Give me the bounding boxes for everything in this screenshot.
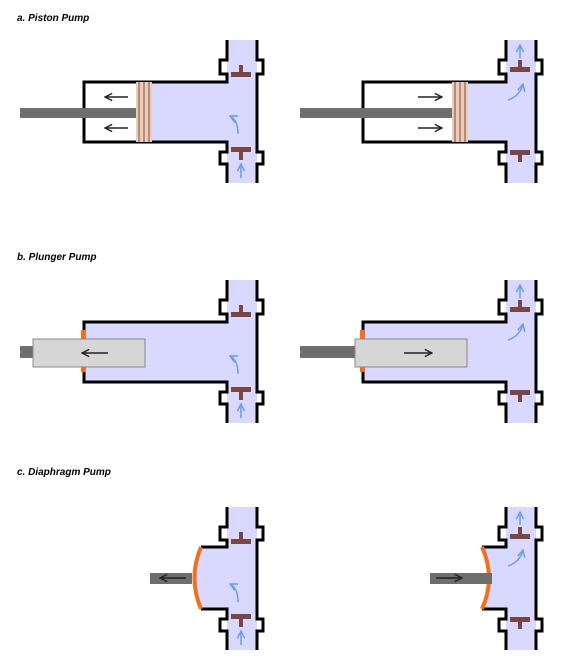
title-diaphragm-pump: c. Diaphragm Pump	[17, 467, 111, 478]
outlet-valve	[510, 307, 530, 312]
inlet-valve	[231, 614, 251, 619]
piston-pump-suction	[20, 40, 265, 183]
inlet-valve	[231, 387, 251, 392]
seal	[81, 330, 86, 340]
diaphragm-pump-suction	[150, 507, 265, 650]
inlet-valve	[510, 617, 530, 622]
diaphragm-pump-discharge	[430, 507, 544, 650]
seal	[360, 330, 365, 340]
piston-rod	[20, 108, 138, 118]
title-piston-pump: a. Piston Pump	[17, 13, 90, 24]
cylinder-wall	[82, 280, 229, 330]
plunger-pump-suction	[20, 280, 265, 423]
plunger-rod	[20, 346, 33, 358]
piston-pump-discharge	[300, 40, 544, 183]
title-plunger-pump: b. Plunger Pump	[17, 252, 97, 263]
diaphragm	[192, 546, 203, 610]
inlet-valve	[231, 147, 251, 152]
outlet-valve	[231, 72, 251, 77]
inlet-valve	[510, 150, 530, 155]
inlet-valve	[510, 390, 530, 395]
plunger-pump-discharge	[300, 280, 544, 423]
outlet-valve	[231, 539, 251, 544]
outlet-valve	[510, 67, 530, 72]
outlet-valve	[510, 534, 530, 539]
plunger-rod	[300, 346, 355, 358]
piston-rod	[300, 108, 452, 118]
outlet-valve	[231, 312, 251, 317]
